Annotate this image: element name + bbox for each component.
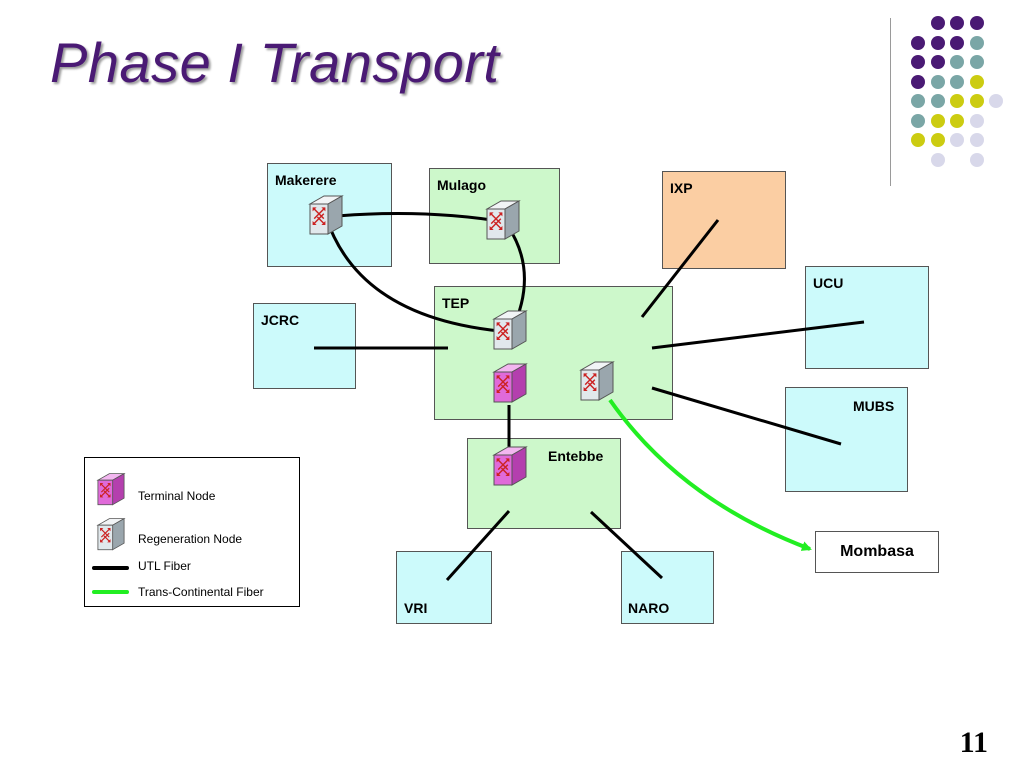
decorative-dot: [930, 55, 945, 69]
site-tep: TEP: [434, 286, 673, 420]
legend-trans-continental-fiber-label: Trans-Continental Fiber: [138, 585, 264, 599]
site-label-tep: TEP: [442, 295, 470, 311]
site-ixp: IXP: [662, 171, 786, 269]
site-label-mubs: MUBS: [853, 398, 895, 414]
regeneration-node-icon: [304, 194, 348, 238]
terminal-node-icon: [488, 445, 532, 489]
decorative-dot: [969, 74, 984, 89]
decorative-dot: [950, 133, 964, 147]
site-label-naro: NARO: [628, 600, 670, 616]
utl-fiber-ucu-tep: [651, 320, 865, 350]
utl-fiber-ixp-tep: [640, 219, 720, 318]
site-label-entebbe: Entebbe: [548, 448, 604, 464]
decorative-dot: [930, 152, 945, 167]
terminal-node-icon: [488, 362, 532, 406]
trans-continental-fiber-tep-mombasa: [608, 398, 812, 551]
slide-title: Phase I Transport: [50, 31, 500, 94]
legend: Terminal Node Regeneration Node UTL Fibe…: [84, 457, 300, 607]
decorative-dot: [989, 94, 1003, 108]
site-label-mulago: Mulago: [437, 177, 486, 193]
decorative-dot: [950, 16, 964, 30]
regeneration-node-icon: [575, 360, 619, 404]
decorative-dot: [969, 113, 984, 128]
decorative-dot: [950, 35, 964, 50]
site-mombasa: Mombasa: [815, 531, 939, 573]
utl-fiber-mubs-tep: [651, 386, 842, 446]
decorative-dot: [969, 94, 984, 108]
decorative-dot: [950, 74, 964, 89]
site-naro: NARO: [621, 551, 714, 624]
site-label-jcrc: JCRC: [261, 312, 300, 328]
decorative-dot: [969, 55, 984, 69]
decorative-dot: [950, 113, 964, 128]
site-vri: VRI: [396, 551, 492, 624]
decorative-dot: [930, 35, 945, 50]
site-ucu: UCU: [805, 266, 929, 369]
site-jcrc: JCRC: [253, 303, 356, 389]
utl-fiber-entebbe-naro: [589, 510, 664, 580]
utl-fiber-entebbe-vri: [445, 509, 511, 582]
decorative-dot: [930, 113, 945, 128]
site-mubs: MUBS: [785, 387, 908, 492]
decorative-dot: [911, 74, 925, 89]
site-label-vri: VRI: [404, 600, 428, 616]
decorative-dot: [930, 94, 945, 108]
legend-terminal-node-label: Terminal Node: [138, 489, 216, 503]
utl-fiber-makerere-tep: [324, 216, 511, 334]
decorative-divider-line: [890, 18, 891, 186]
decorative-dot: [930, 133, 945, 147]
decorative-dot: [911, 55, 925, 69]
site-label-ucu: UCU: [813, 275, 844, 291]
decorative-dot: [911, 133, 925, 147]
decorative-dot: [950, 94, 964, 108]
regeneration-node-icon: [488, 309, 532, 353]
legend-utl-fiber-label: UTL Fiber: [138, 559, 191, 573]
regeneration-node-icon: [93, 517, 129, 553]
terminal-node-icon: [93, 472, 129, 508]
legend-utl-fiber-line: [92, 566, 129, 570]
decorative-dot: [950, 55, 964, 69]
site-entebbe: Entebbe: [467, 438, 621, 529]
regeneration-node-icon: [481, 199, 525, 243]
decorative-dot: [969, 35, 984, 50]
decorative-dot: [911, 94, 925, 108]
legend-regeneration-node-label: Regeneration Node: [138, 532, 243, 546]
utl-fiber-makerere-mulago: [325, 212, 506, 224]
page-number: 11: [959, 726, 988, 759]
decorative-dot: [969, 16, 984, 30]
decorative-dot: [969, 133, 984, 147]
decorative-dot: [911, 35, 925, 50]
site-label-ixp: IXP: [670, 180, 693, 196]
decorative-dot: [930, 74, 945, 89]
decorative-dot: [930, 16, 945, 30]
decorative-dot: [911, 113, 925, 128]
site-label-makerere: Makerere: [275, 172, 337, 188]
decorative-dot: [969, 152, 984, 167]
legend-trans-continental-fiber-line: [92, 590, 129, 594]
